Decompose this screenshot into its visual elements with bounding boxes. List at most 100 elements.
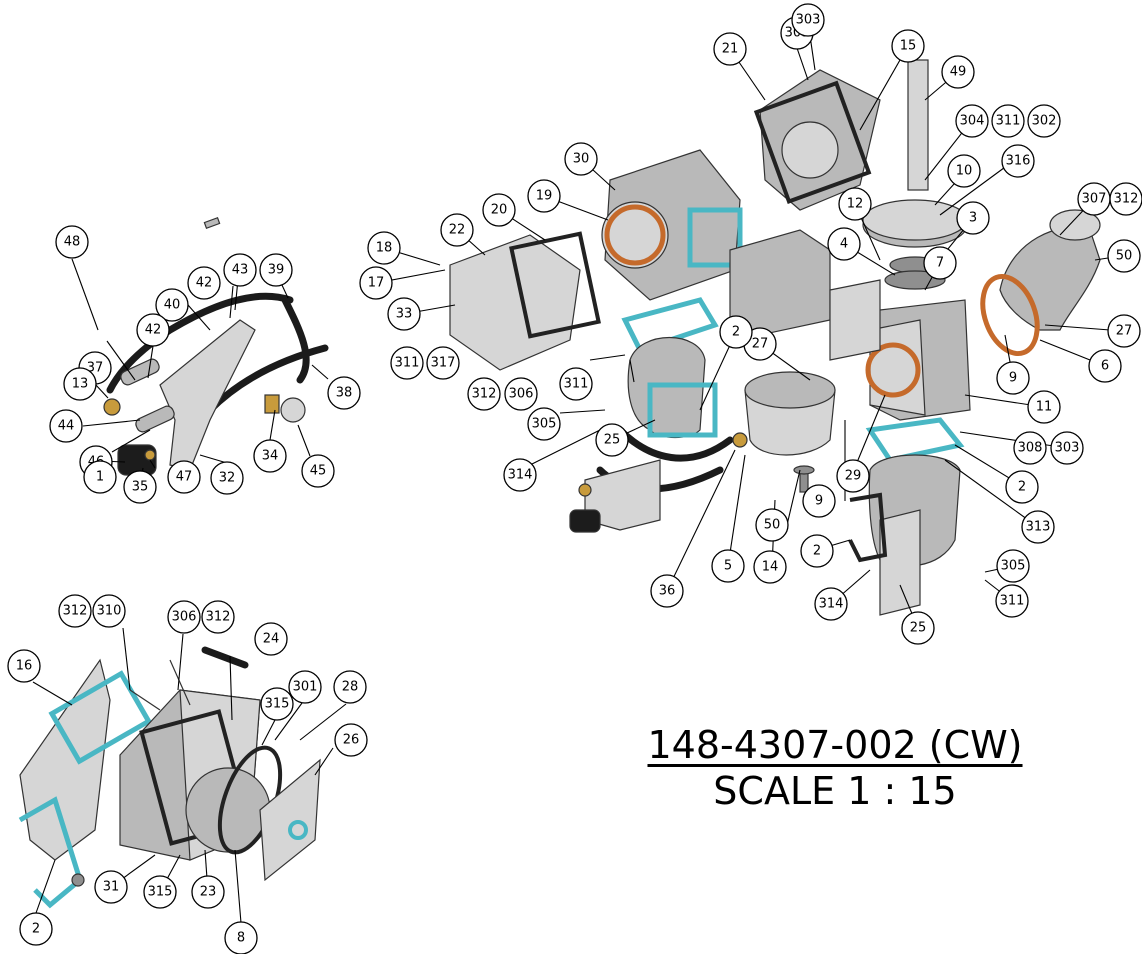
svg-text:32: 32 [219,471,236,486]
callout-43: 43 [223,253,257,287]
svg-text:10: 10 [956,164,973,179]
callout-50-b: 50 [755,508,789,542]
svg-text:16: 16 [16,659,33,674]
callout-311-d: 311 [390,346,424,380]
callout-4: 4 [827,227,861,261]
callout-48: 48 [55,225,89,259]
callout-17: 17 [359,266,393,300]
callout-316: 316 [1001,144,1035,178]
callout-30: 30 [564,142,598,176]
callout-38: 38 [327,376,361,410]
svg-text:50: 50 [1116,249,1133,264]
control-assembly-illustration [103,217,329,476]
svg-text:303: 303 [1055,441,1080,456]
callout-36: 36 [650,574,684,608]
callout-11: 11 [1027,390,1061,424]
callout-8: 8 [224,921,258,954]
svg-text:305: 305 [532,417,557,432]
cover-assembly-illustration [18,646,321,909]
callout-311-c: 311 [995,584,1029,618]
callout-40: 40 [155,288,189,322]
callout-26: 26 [334,723,368,757]
callout-314-a: 314 [503,458,537,492]
svg-text:6: 6 [1101,359,1109,374]
svg-text:42: 42 [196,276,213,291]
callout-313: 313 [1021,510,1055,544]
svg-text:17: 17 [368,276,385,291]
svg-text:43: 43 [232,263,249,278]
svg-text:312: 312 [1114,192,1139,207]
callout-14: 14 [753,550,787,584]
callout-305-a: 305 [527,407,561,441]
callout-2-r: 2 [1005,470,1039,504]
callout-15: 15 [891,29,925,63]
svg-text:24: 24 [263,632,280,647]
callout-2-bl: 2 [19,912,53,946]
callout-42-b: 42 [187,266,221,300]
svg-text:28: 28 [342,680,359,695]
svg-text:311: 311 [1000,594,1025,609]
callout-16: 16 [7,649,41,683]
callout-12: 12 [838,187,872,221]
svg-text:315: 315 [148,885,173,900]
svg-text:317: 317 [431,356,456,371]
svg-text:2: 2 [1018,480,1026,495]
callout-315-b: 315 [143,875,177,909]
callout-22: 22 [440,213,474,247]
callout-7: 7 [923,246,957,280]
svg-text:311: 311 [395,356,420,371]
drawing-number: 148-4307-002 (CW) [647,723,1023,767]
svg-text:25: 25 [910,621,927,636]
callout-3: 3 [956,201,990,235]
callout-25-a: 25 [595,423,629,457]
svg-text:40: 40 [164,298,181,313]
svg-text:311: 311 [564,377,589,392]
callout-306: 306 [167,600,201,634]
svg-text:311: 311 [996,114,1021,129]
callout-312-a: 312 [58,594,92,628]
svg-text:27: 27 [1116,324,1133,339]
callout-303-b: 303 [1050,431,1084,465]
svg-text:12: 12 [847,197,864,212]
svg-text:9: 9 [815,494,823,509]
svg-text:2: 2 [732,325,740,340]
callout-29: 29 [836,459,870,493]
svg-text:47: 47 [176,470,193,485]
callout-312-c: 312 [1109,182,1142,216]
svg-text:7: 7 [936,256,944,271]
callout-311-b: 311 [559,367,593,401]
svg-text:33: 33 [396,307,413,322]
callout-35: 35 [123,470,157,504]
callout-314-b: 314 [814,587,848,621]
callout-9-a: 9 [996,361,1030,395]
svg-text:310: 310 [97,604,122,619]
svg-text:302: 302 [1032,114,1057,129]
svg-text:312: 312 [206,610,231,625]
callout-39: 39 [259,253,293,287]
svg-text:314: 314 [508,468,533,483]
svg-text:313: 313 [1026,520,1051,535]
callout-47: 47 [167,460,201,494]
svg-text:305: 305 [1001,559,1026,574]
svg-text:11: 11 [1036,400,1053,415]
callout-18: 18 [367,231,401,265]
callout-28: 28 [333,670,367,704]
callout-6: 6 [1088,349,1122,383]
svg-text:14: 14 [762,560,779,575]
callout-24: 24 [254,622,288,656]
svg-text:23: 23 [200,885,217,900]
callout-10: 10 [947,154,981,188]
svg-text:19: 19 [536,189,553,204]
callout-311-a: 311 [991,104,1025,138]
svg-text:13: 13 [72,377,89,392]
svg-text:50: 50 [764,518,781,533]
callout-32: 32 [210,461,244,495]
callout-45: 45 [301,454,335,488]
svg-text:36: 36 [659,584,676,599]
svg-text:20: 20 [491,203,508,218]
callout-304: 304 [955,104,989,138]
svg-text:312: 312 [472,387,497,402]
svg-text:2: 2 [813,544,821,559]
callout-42-a: 42 [136,313,170,347]
callout-21: 21 [713,32,747,66]
